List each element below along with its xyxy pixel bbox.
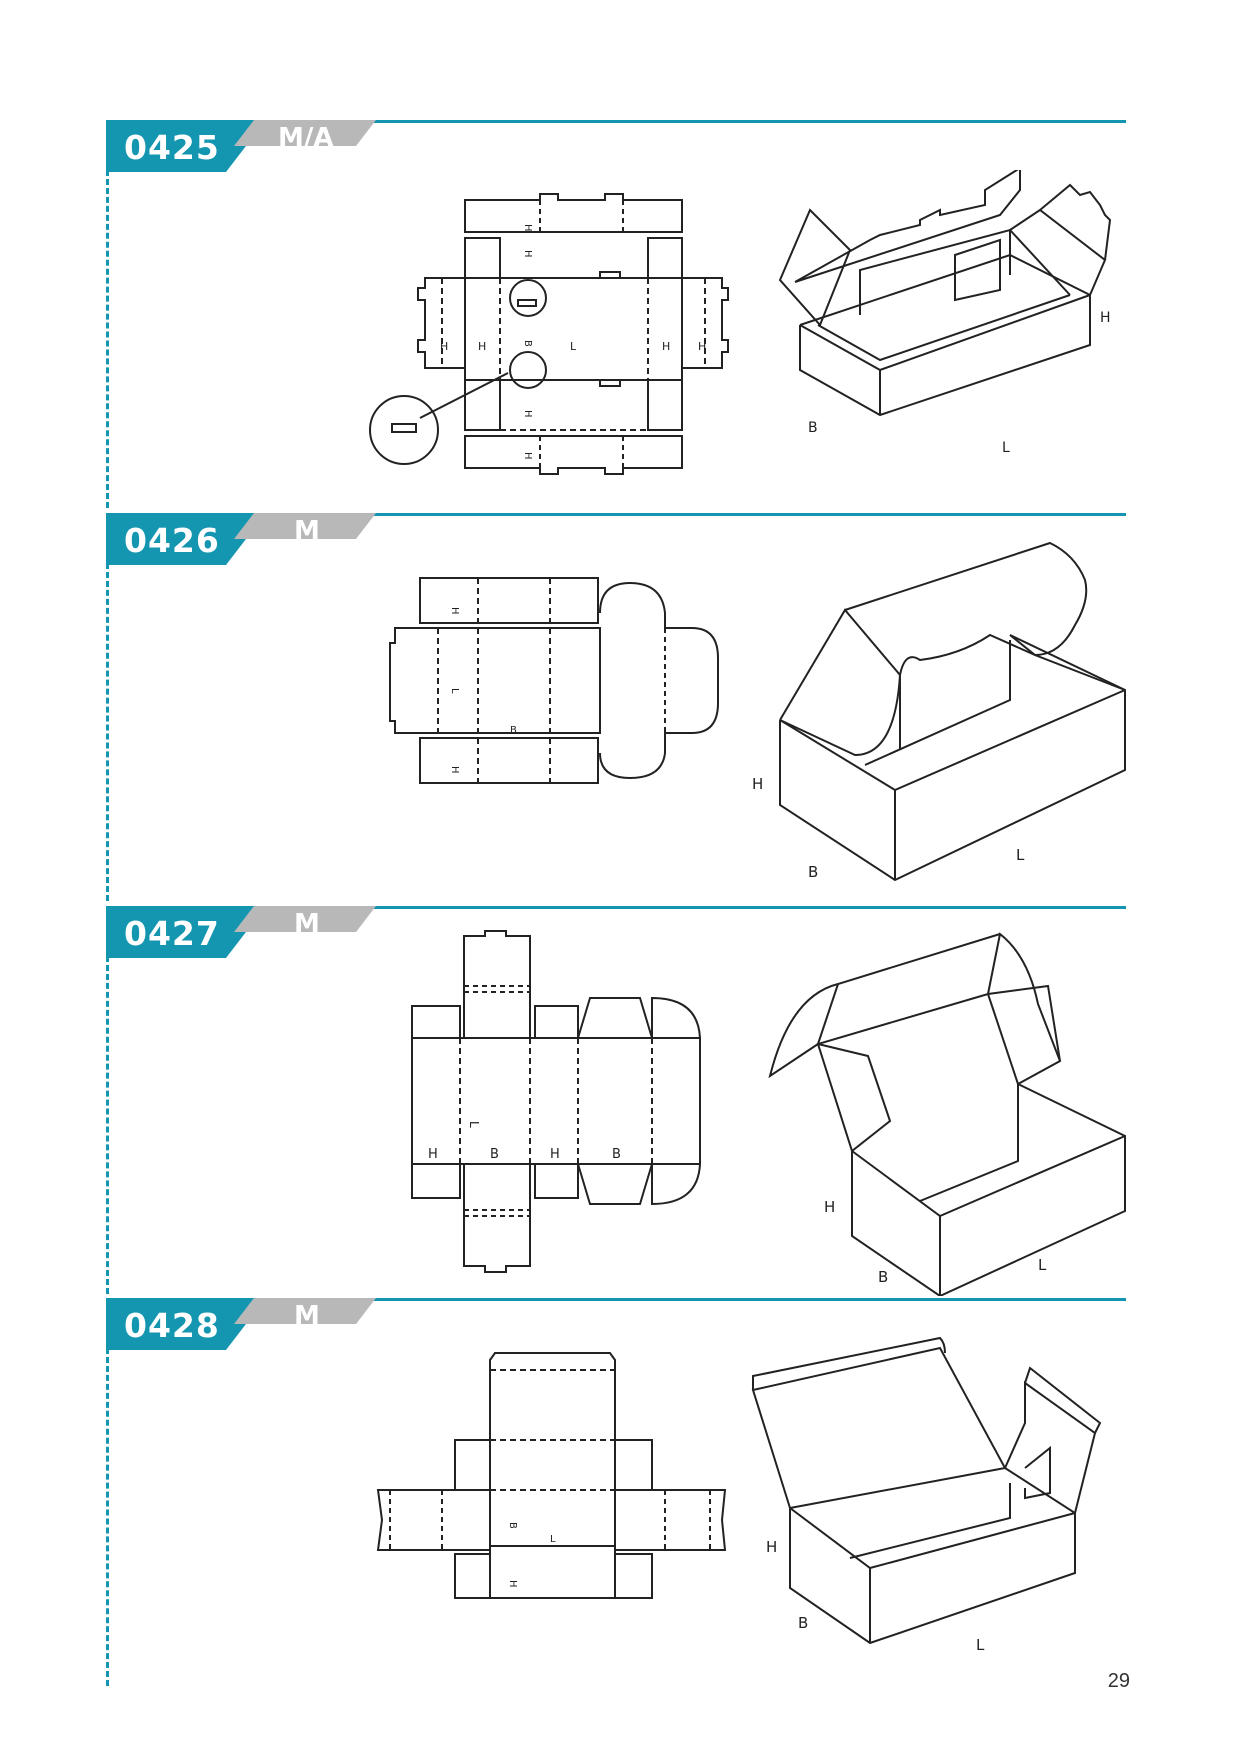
product-category: M/A — [278, 123, 334, 153]
svg-text:H: H — [478, 340, 486, 353]
dieline-diagram: L H B H B — [411, 930, 701, 1273]
box-3d-illustration: H B L — [778, 170, 1112, 456]
section-top-rule — [106, 906, 1126, 909]
section-tag — [106, 513, 376, 565]
svg-text:H: H — [522, 410, 533, 418]
svg-text:L: L — [570, 340, 577, 353]
dim-label-h: H — [1100, 310, 1111, 326]
dim-label-l: L — [1002, 440, 1010, 456]
svg-text:H: H — [698, 340, 706, 353]
svg-text:H: H — [522, 452, 533, 460]
section-side-rule — [106, 170, 109, 508]
product-code: 0426 — [124, 521, 220, 560]
section-tag — [106, 906, 376, 958]
dim-label-b: B — [808, 420, 818, 436]
dieline-diagram: B L H — [376, 1352, 727, 1599]
section-tag — [106, 120, 376, 172]
box-3d-illustration: H B L — [768, 932, 1126, 1296]
svg-text:L: L — [550, 1534, 556, 1545]
product-code: 0428 — [124, 1306, 220, 1345]
svg-text:L: L — [467, 1121, 481, 1128]
svg-text:H: H — [428, 1147, 438, 1162]
section-side-rule — [106, 1348, 109, 1686]
svg-text:L: L — [449, 688, 460, 694]
dieline-diagram: H L B H — [389, 577, 719, 784]
product-category: M — [294, 909, 320, 939]
svg-text:H: H — [449, 607, 460, 615]
dim-label-b: B — [878, 1268, 888, 1286]
dieline-diagram: H H B H H L H H H H — [369, 193, 729, 475]
svg-text:H: H — [507, 1580, 518, 1588]
product-category: M — [294, 516, 320, 546]
box-3d-illustration: H B L — [751, 1336, 1102, 1654]
dim-label-l: L — [976, 1636, 985, 1654]
svg-text:H: H — [662, 340, 670, 353]
section-0425: 0425 M/A — [0, 120, 1240, 512]
dim-label-b: B — [808, 863, 818, 881]
section-top-rule — [106, 120, 1126, 123]
svg-text:H: H — [440, 340, 448, 353]
svg-text:H: H — [522, 224, 533, 232]
section-tag — [106, 1298, 376, 1350]
section-0427: 0427 M L H B H B — [0, 906, 1240, 1298]
svg-text:H: H — [449, 766, 460, 774]
svg-text:B: B — [490, 1147, 499, 1162]
product-code: 0425 — [124, 128, 220, 167]
dim-label-l: L — [1038, 1256, 1047, 1274]
svg-text:B: B — [612, 1147, 621, 1162]
dim-label-l: L — [1016, 846, 1025, 864]
box-3d-illustration: H B L — [752, 541, 1126, 882]
product-code: 0427 — [124, 914, 220, 953]
dim-label-b: B — [798, 1614, 808, 1632]
dim-label-h: H — [752, 775, 763, 793]
section-side-rule — [106, 563, 109, 901]
section-top-rule — [106, 1298, 1126, 1301]
section-0426: 0426 M H L B H H B L — [0, 513, 1240, 905]
svg-text:B: B — [507, 1522, 518, 1529]
section-top-rule — [106, 513, 1126, 516]
section-side-rule — [106, 956, 109, 1294]
svg-text:B: B — [522, 340, 533, 347]
svg-text:H: H — [550, 1147, 560, 1162]
page-number: 29 — [1107, 1670, 1130, 1692]
svg-text:B: B — [510, 725, 517, 736]
product-category: M — [294, 1301, 320, 1331]
dim-label-h: H — [766, 1538, 777, 1556]
dim-label-h: H — [824, 1198, 835, 1216]
section-0428: 0428 M B L H H B L — [0, 1298, 1240, 1690]
svg-text:H: H — [522, 250, 533, 258]
